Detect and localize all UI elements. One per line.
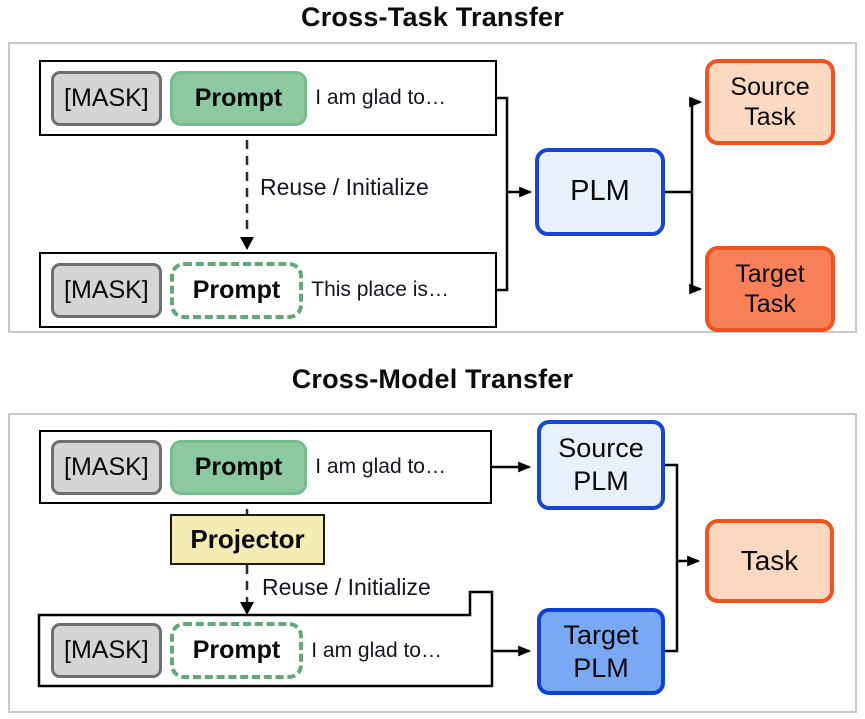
- cross-task-panel: [MASK] Prompt I am glad to… Reuse / Init…: [8, 42, 857, 333]
- mask-label: [MASK]: [64, 275, 149, 304]
- source-task-box: Source Task: [705, 59, 835, 145]
- reuse-initialize-label: Reuse / Initialize: [260, 174, 429, 200]
- sentence-text: I am glad to…: [315, 86, 446, 109]
- inputs-bracket: [497, 96, 509, 292]
- target-plm-box: Target PLM: [537, 608, 665, 695]
- cross-model-title: Cross-Model Transfer: [291, 364, 574, 394]
- mask-token: [MASK]: [51, 70, 162, 126]
- target-prompt-chip: Prompt: [169, 261, 304, 319]
- prompt-label: Prompt: [194, 452, 283, 481]
- task-box: Task: [705, 519, 834, 603]
- target-task-box: Target Task: [705, 246, 835, 332]
- source-prompt-chip: Prompt: [169, 439, 308, 495]
- target-prompt-chip: Prompt: [169, 622, 304, 679]
- prompt-label: Prompt: [194, 83, 283, 112]
- mask-label: [MASK]: [64, 83, 149, 112]
- mask-token: [MASK]: [51, 439, 162, 495]
- cross-model-panel: [MASK] Prompt I am glad to… Projector Re…: [8, 413, 857, 713]
- source-sentence-row: [MASK] Prompt I am glad to…: [39, 60, 497, 136]
- source-plm-wire: [665, 463, 679, 561]
- mask-token: [MASK]: [51, 623, 162, 678]
- cross-task-connectors: [240, 96, 703, 295]
- target-sentence-row: [MASK] Prompt I am glad to…: [41, 617, 490, 684]
- plm-box: PLM: [535, 148, 665, 236]
- sentence-text: I am glad to…: [311, 638, 442, 662]
- mask-token: [MASK]: [51, 262, 162, 318]
- prompt-label: Prompt: [192, 275, 281, 304]
- projector-box: Projector: [170, 514, 325, 565]
- prompt-label: Prompt: [192, 636, 281, 664]
- reuse-arrowhead: [240, 237, 254, 250]
- sentence-text: This place is…: [311, 278, 449, 301]
- source-sentence-row: [MASK] Prompt I am glad to…: [39, 430, 492, 504]
- reuse-initialize-label: Reuse / Initialize: [262, 574, 431, 600]
- target-sentence-row: [MASK] Prompt This place is…: [39, 252, 497, 328]
- reuse-arrowhead: [240, 602, 254, 615]
- mask-label: [MASK]: [64, 452, 149, 481]
- target-plm-wire: [665, 561, 679, 653]
- source-plm-box: Source PLM: [537, 420, 665, 510]
- mask-label: [MASK]: [64, 636, 149, 664]
- sentence-text: I am glad to…: [315, 455, 446, 478]
- cross-task-title: Cross-Task Transfer: [301, 2, 564, 32]
- source-prompt-chip: Prompt: [169, 70, 308, 126]
